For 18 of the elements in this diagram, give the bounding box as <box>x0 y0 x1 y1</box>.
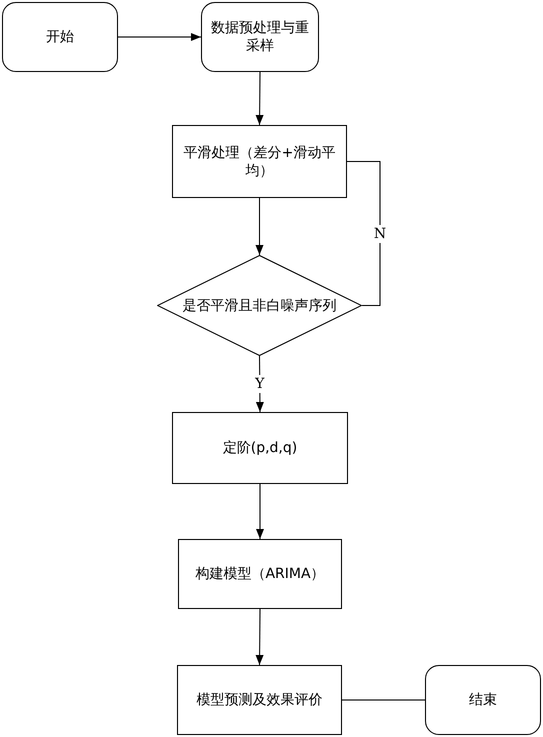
process-box: 平滑处理（差分+滑动平均） <box>172 125 347 198</box>
arrow <box>256 356 264 412</box>
arrow <box>256 484 264 540</box>
decision-diamond <box>157 255 362 356</box>
arrow <box>256 72 264 126</box>
process-box: 构建模型（ARIMA） <box>178 539 342 609</box>
connector-line <box>346 161 380 306</box>
edge-label: N <box>374 224 386 242</box>
edge-label: Y <box>255 375 264 393</box>
decision-text: 是否平滑且非白噪声序列 <box>182 296 336 314</box>
arrow <box>256 198 264 256</box>
terminal-box: 开始 <box>2 2 118 72</box>
arrow <box>118 33 202 41</box>
terminal-box: 结束 <box>425 665 541 735</box>
process-box: 模型预测及效果评价 <box>177 665 342 735</box>
terminal-box: 数据预处理与重采样 <box>201 2 319 72</box>
arrow <box>256 608 264 666</box>
process-box: 定阶(p,d,q) <box>172 412 348 484</box>
